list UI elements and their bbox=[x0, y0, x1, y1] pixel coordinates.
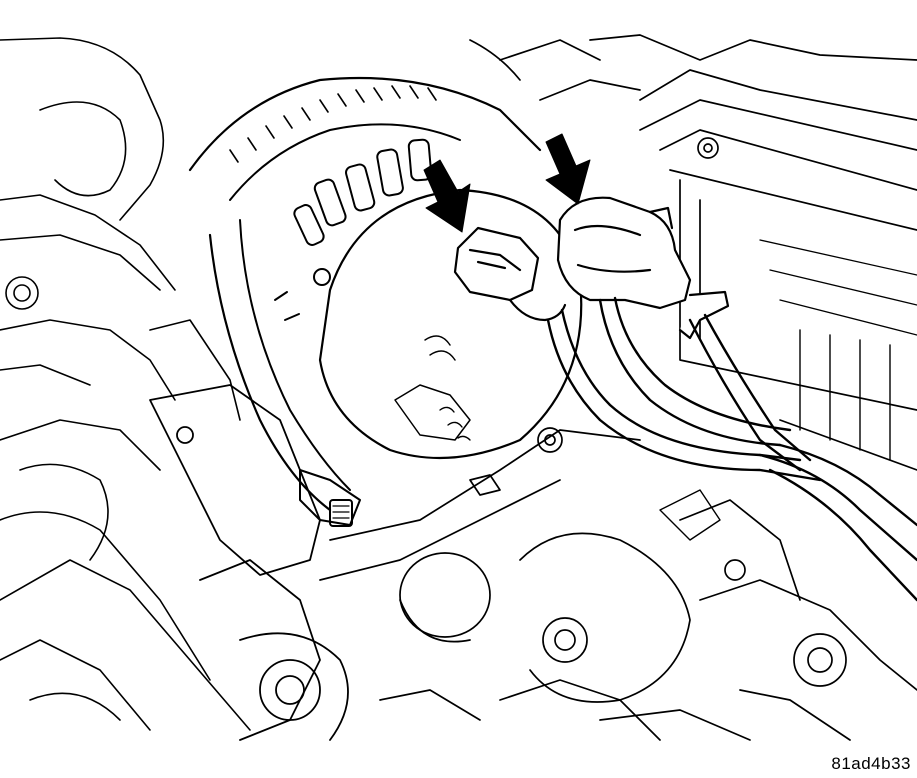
harness-connector bbox=[453, 226, 567, 322]
mounting-bracket bbox=[149, 384, 349, 741]
engine-background-center bbox=[319, 427, 917, 741]
generator-body bbox=[188, 76, 583, 527]
battery-terminal-boot bbox=[556, 196, 730, 340]
callout-arrow-left bbox=[423, 159, 471, 233]
engine-background-left bbox=[0, 37, 251, 731]
engine-background-right bbox=[469, 34, 917, 471]
callout-arrow-right bbox=[545, 133, 591, 205]
wiring-harness bbox=[546, 296, 917, 602]
figure-reference-code: 81ad4b33 bbox=[831, 754, 911, 773]
